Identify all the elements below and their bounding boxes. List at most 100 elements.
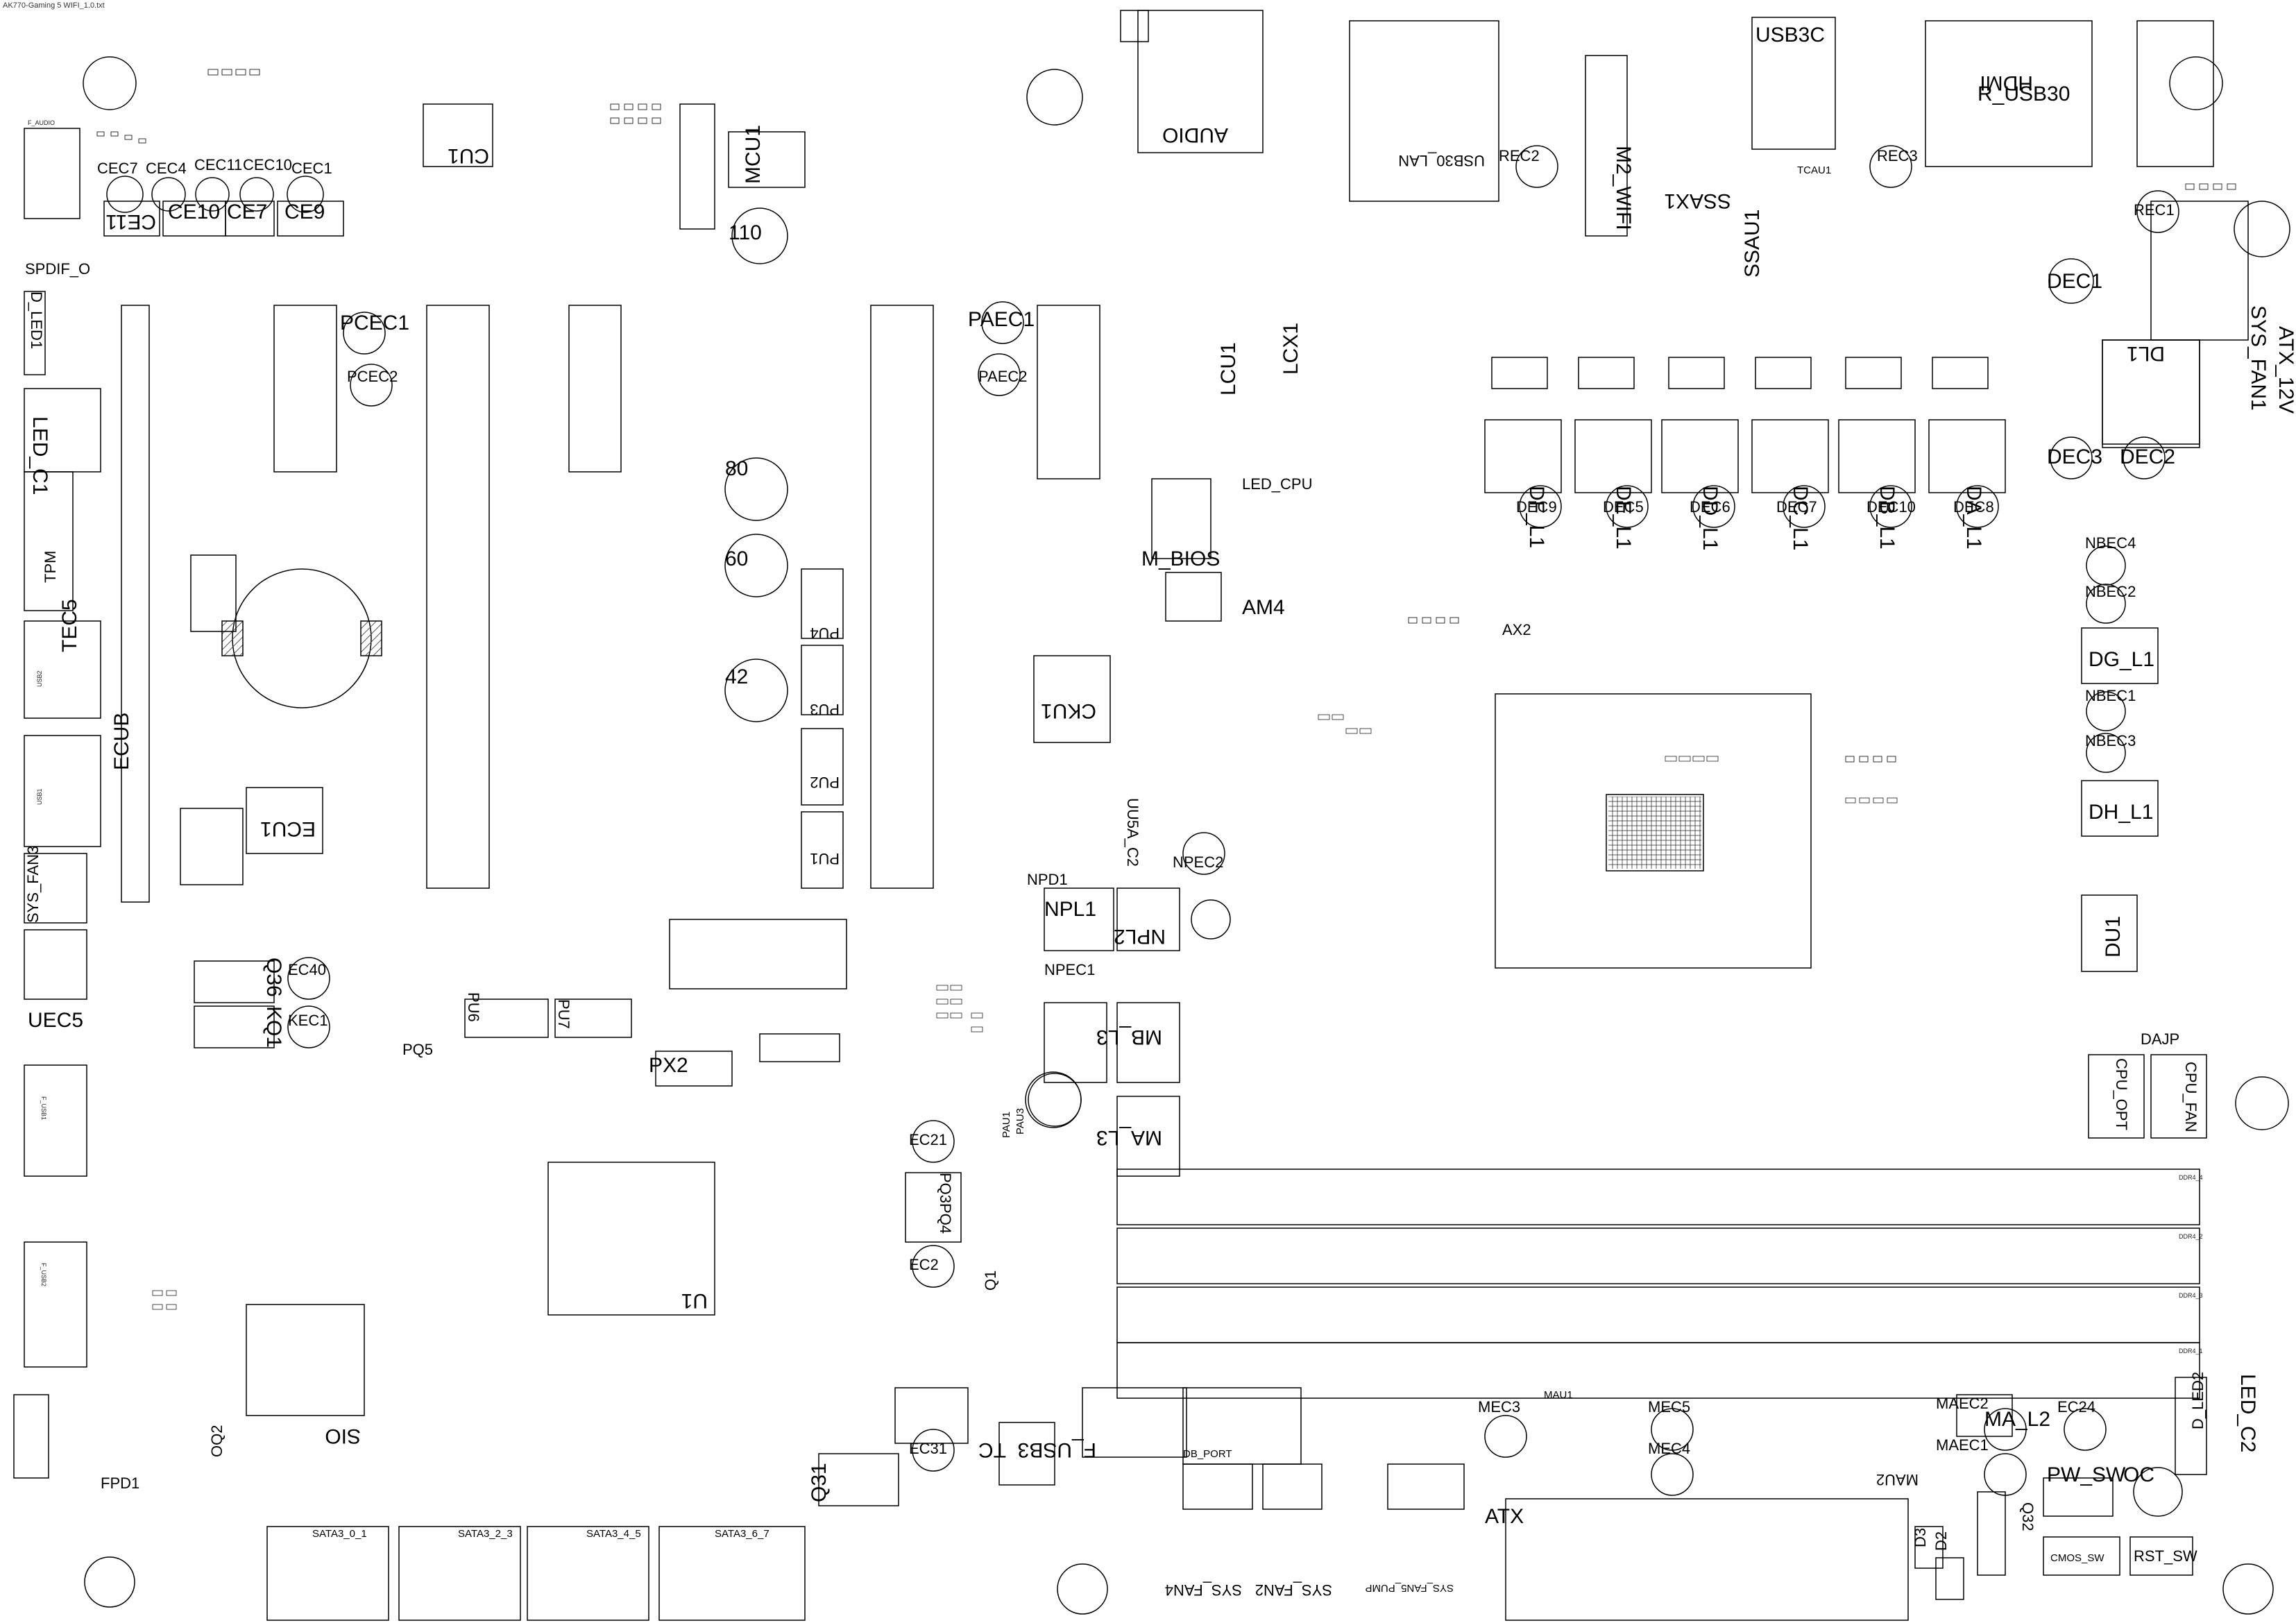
mec3-label: MEC3 xyxy=(1478,1398,1520,1416)
dg-l1-label: DG_L1 xyxy=(2089,648,2154,671)
fpd1-label: FPD1 xyxy=(101,1475,139,1492)
pu7-label: PU7 xyxy=(555,999,572,1029)
da-l1-label: DA_L1 xyxy=(1962,486,1985,550)
oq2-label: OQ2 xyxy=(208,1425,226,1457)
cec7-label: CEC7 xyxy=(97,160,138,177)
usb1-label: USB1 xyxy=(36,788,43,805)
mb-l3-label: MB_L3 xyxy=(1096,1026,1162,1048)
dec8-label: DEC8 xyxy=(1953,498,1994,516)
rec2-label: REC2 xyxy=(1499,147,1540,164)
dd-l1-label: DD_L1 xyxy=(1699,486,1721,550)
pau1-label: PAU1 xyxy=(1001,1112,1012,1138)
d2-label: D2 xyxy=(1932,1531,1950,1551)
d3-label: D3 xyxy=(1912,1528,1929,1547)
pcec2-label: PCEC2 xyxy=(347,368,398,385)
sys-fan3-label: SYS_FAN3 xyxy=(24,846,42,923)
uu5a-c2-label: UU5A_C2 xyxy=(1124,798,1141,867)
pq3pq4-label: PQ3PQ4 xyxy=(937,1173,954,1234)
mec5-label: MEC5 xyxy=(1648,1398,1690,1416)
u1-label: U1 xyxy=(681,1289,708,1312)
pu4-label: PU4 xyxy=(810,624,840,642)
d-led1-label: D_LED1 xyxy=(28,291,45,349)
paec2-label: PAEC2 xyxy=(978,368,1028,385)
dec3-label: DEC3 xyxy=(2047,445,2102,468)
cpu-opt-label: CPU_OPT xyxy=(2113,1058,2130,1130)
sys-fan1-label: SYS_FAN1 xyxy=(2247,305,2270,411)
dec6-label: DEC6 xyxy=(1690,498,1730,516)
pu1-label: PU1 xyxy=(810,850,840,867)
dc-l1-label: DC_L1 xyxy=(1789,486,1812,550)
du1-label: DU1 xyxy=(2102,916,2125,958)
sys-fan2-label: SYS_FAN2 xyxy=(1255,1581,1332,1599)
pau3-label: PAU3 xyxy=(1014,1108,1026,1135)
dec1-label: DEC1 xyxy=(2047,270,2102,293)
ddr4-4-label: DDR4_4 xyxy=(2179,1174,2203,1181)
npd1-label: NPD1 xyxy=(1027,871,1068,888)
npec2-label: NPEC2 xyxy=(1173,853,1223,871)
sys-fan5-pump-label: SYS_FAN5_PUMP xyxy=(1365,1582,1454,1594)
oc-label: OC xyxy=(2123,1463,2154,1486)
dec7-label: DEC7 xyxy=(1776,498,1817,516)
cec11-label: CEC11 xyxy=(194,156,242,173)
uec5-label: UEC5 xyxy=(28,1009,83,1032)
q32-label: Q32 xyxy=(2019,1502,2036,1531)
pu6-label: PU6 xyxy=(465,992,482,1022)
m2-wifi-label: M2_WIFI xyxy=(1612,146,1635,230)
sys-fan4-label: SYS_FAN4 xyxy=(1165,1581,1242,1599)
nbec4-label: NBEC4 xyxy=(2085,534,2136,552)
f-usb3-label: F_USB3 xyxy=(1018,1438,1096,1461)
cu1-label: CU1 xyxy=(448,144,489,167)
d-led2-label: D_LED2 xyxy=(2189,1372,2206,1429)
led-c2-label: LED_C2 xyxy=(2236,1374,2259,1452)
ddr4-3-label: DDR4_3 xyxy=(2179,1292,2203,1299)
atx-label: ATX xyxy=(1485,1505,1524,1528)
ce9-label: CE9 xyxy=(284,201,325,223)
nbec1-label: NBEC1 xyxy=(2085,687,2136,704)
file-title: AK770-Gaming 5 WIFI_1.0.txt xyxy=(3,1,105,10)
dec5-label: DEC5 xyxy=(1603,498,1644,516)
cec4-label: CEC4 xyxy=(146,160,187,177)
ce11-label: CE11 xyxy=(105,210,156,233)
usb30-lan-label: USB30_LAN xyxy=(1398,152,1485,169)
atx-12v-label: ATX_12V xyxy=(2274,326,2296,414)
m-bios-label: M_BIOS xyxy=(1141,547,1220,570)
ec31-label: EC31 xyxy=(909,1440,947,1457)
led-c1-label: LED_C1 xyxy=(28,416,51,495)
r-usb30-label: R_USB30 xyxy=(1978,83,2070,105)
mcu1-label: MCU1 xyxy=(742,125,765,184)
pw-sw-label: PW_SW xyxy=(2047,1463,2126,1486)
sio-label: SIO xyxy=(325,1425,361,1447)
pcec1-label: PCEC1 xyxy=(340,312,409,334)
maec1-label: MAEC1 xyxy=(1936,1436,1989,1454)
usb2-label: USB2 xyxy=(36,670,43,687)
ec2-label: EC2 xyxy=(909,1256,939,1273)
kq1-label: KQ1 xyxy=(262,1006,285,1048)
kec1-label: KEC1 xyxy=(288,1012,328,1029)
lcu1-label: LCU1 xyxy=(1217,342,1240,396)
label-60: 60 xyxy=(725,547,748,570)
rst-sw-label: RST_SW xyxy=(2134,1547,2197,1565)
nbec2-label: NBEC2 xyxy=(2085,583,2136,600)
px2-label: PX2 xyxy=(649,1054,688,1077)
f-usb2-label: F_USB2 xyxy=(40,1263,47,1286)
mec4-label: MEC4 xyxy=(1648,1440,1690,1457)
label-42: 42 xyxy=(725,665,748,688)
df-l1-label: DF_L1 xyxy=(1525,486,1548,548)
ce10-label: CE10 xyxy=(168,201,220,223)
audio-label: AUDIO xyxy=(1162,124,1228,146)
maec2-label: MAEC2 xyxy=(1936,1395,1989,1412)
sata3-6-7-label: SATA3_6_7 xyxy=(715,1528,769,1540)
sata3-0-1-label: SATA3_0_1 xyxy=(312,1528,367,1540)
cmos-sw-label: CMOS_SW xyxy=(2050,1552,2104,1564)
q31-label: Q31 xyxy=(808,1463,831,1502)
db-port-label: DB_PORT xyxy=(1183,1448,1232,1460)
pu2-label: PU2 xyxy=(810,774,840,791)
sata3-2-3-label: SATA3_2_3 xyxy=(458,1528,513,1540)
mau2-label: MAU2 xyxy=(1876,1471,1919,1488)
ssax1-label: SSAX1 xyxy=(1664,189,1731,212)
ma-l2-label: MA_L2 xyxy=(1984,1408,2050,1431)
npl1-label: NPL1 xyxy=(1044,898,1096,921)
spdif-o-label: SPDIF_O xyxy=(25,260,90,278)
de-l1-label: DE_L1 xyxy=(1612,486,1635,550)
ec21-label: EC21 xyxy=(909,1131,947,1148)
